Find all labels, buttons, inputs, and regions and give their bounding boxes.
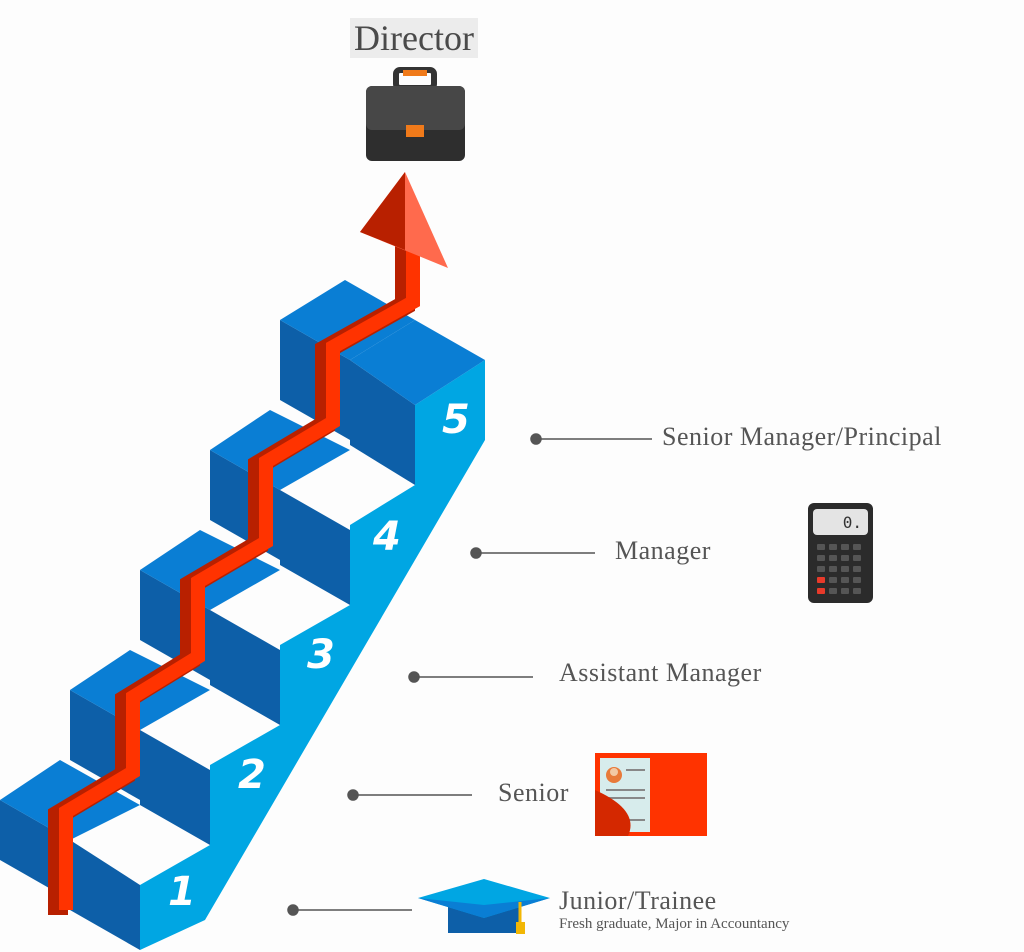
step-4-label: Manager [615, 536, 711, 565]
step-2-label: Senior [498, 778, 569, 807]
step-number-1: 1 [168, 869, 196, 915]
connectors [287, 433, 652, 916]
calculator-display: 0. [843, 513, 862, 532]
step-5-label: Senior Manager/Principal [662, 422, 942, 451]
step-3-label: Assistant Manager [559, 658, 762, 687]
calculator-icon: 0. [808, 503, 873, 603]
step-number-4: 4 [372, 514, 401, 560]
briefcase-icon [366, 67, 465, 161]
staircase-side [140, 360, 485, 950]
step-numbers: 1 2 3 4 5 [168, 397, 470, 915]
career-arrow [48, 172, 448, 915]
step-1-sublabel: Fresh graduate, Major in Accountancy [559, 916, 790, 932]
resume-folder-icon [595, 753, 707, 836]
step-number-2: 2 [238, 752, 266, 798]
graduation-cap-icon [418, 879, 550, 934]
step-number-3: 3 [307, 632, 335, 678]
step-1-label: Junior/Trainee [559, 886, 717, 915]
step-number-5: 5 [442, 397, 470, 443]
diagram-title: Director [350, 18, 478, 58]
